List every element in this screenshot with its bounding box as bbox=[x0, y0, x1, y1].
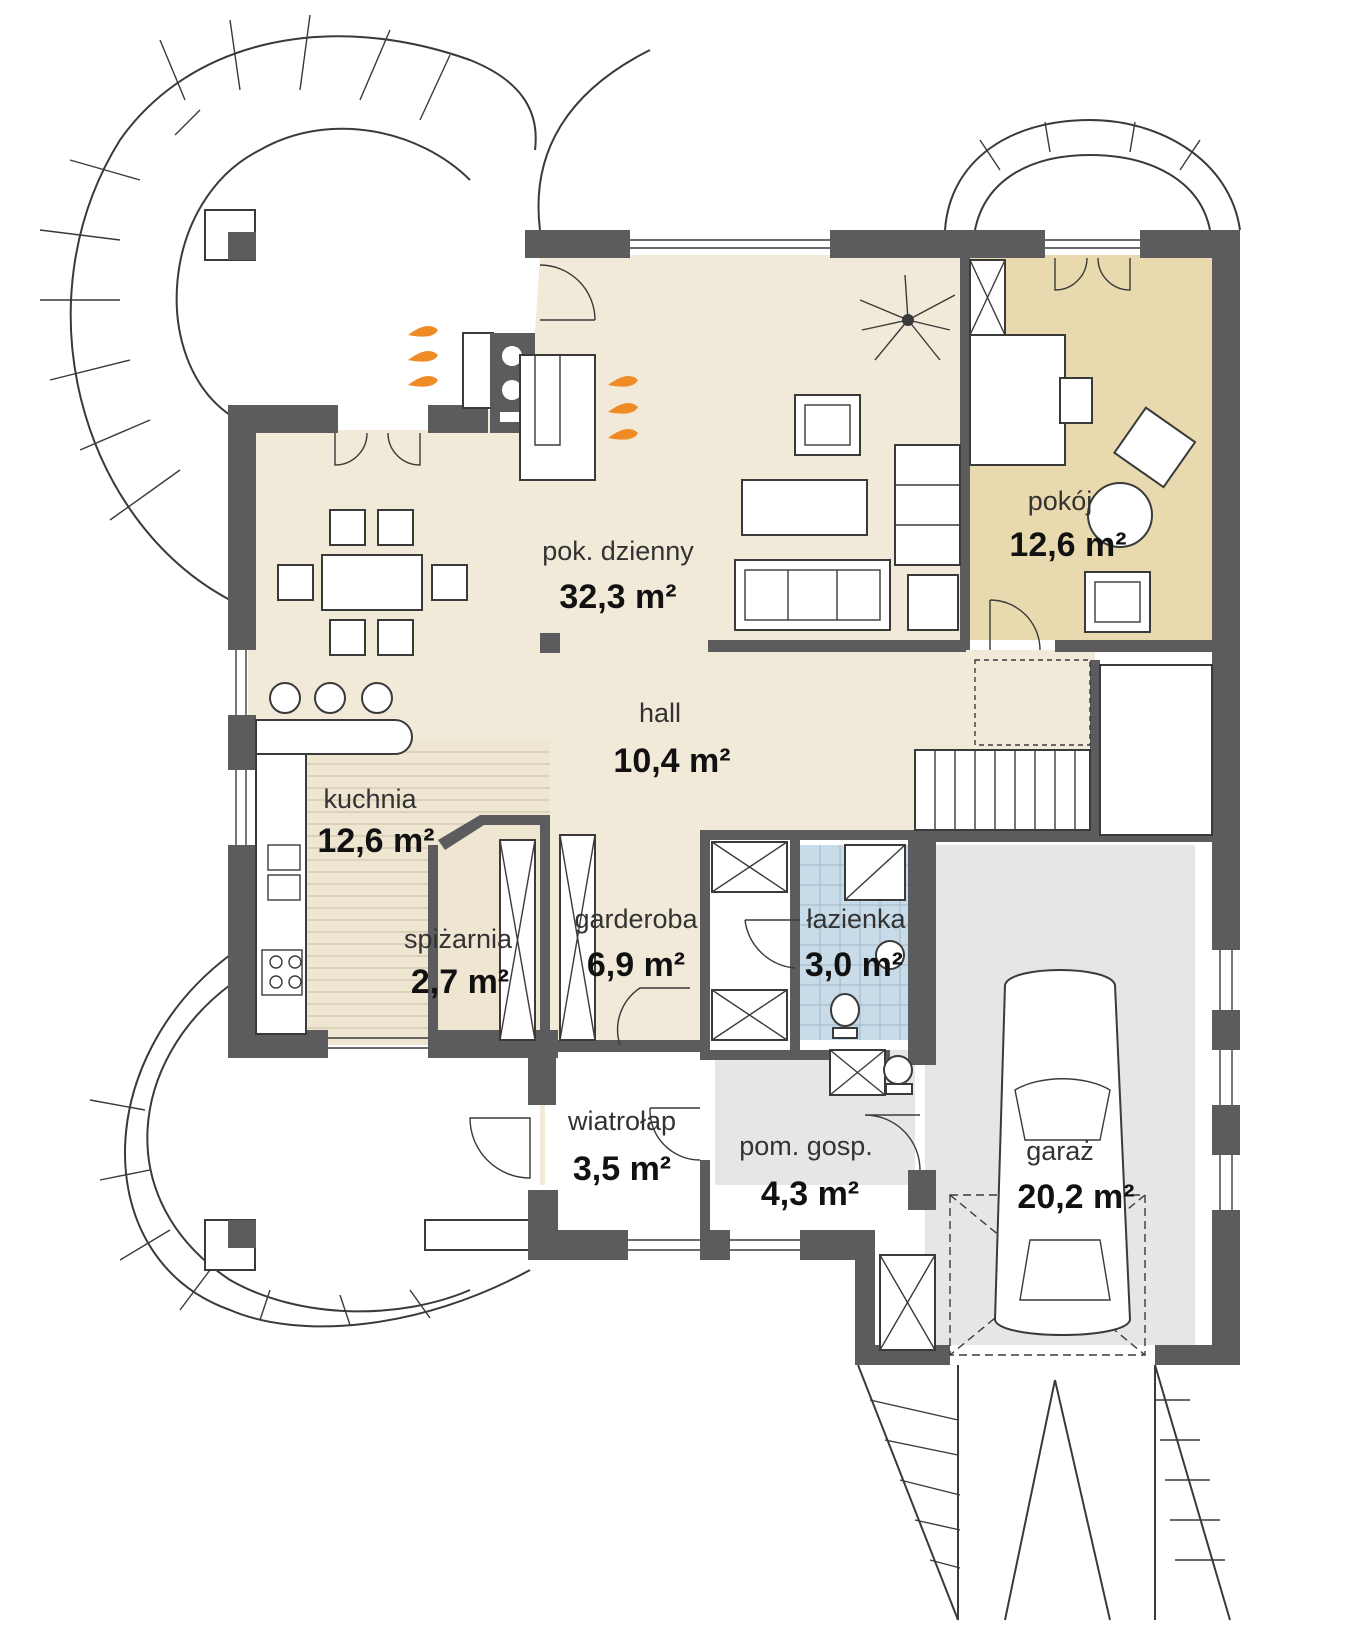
room-area: 12,6 m² bbox=[1009, 526, 1126, 564]
room-area: 32,3 m² bbox=[559, 578, 676, 616]
fire-icon bbox=[408, 351, 438, 362]
lower-terrace bbox=[89, 954, 531, 1328]
room-area: 6,9 m² bbox=[587, 946, 685, 984]
walls bbox=[228, 230, 1240, 1365]
room-name: garaż bbox=[1026, 1136, 1094, 1166]
bay-window bbox=[944, 118, 1241, 231]
room-name: pom. gosp. bbox=[739, 1131, 873, 1161]
room-area: 2,7 m² bbox=[411, 963, 509, 1001]
room-name: kuchnia bbox=[323, 784, 417, 814]
room-label-living: pok. dzienny 32,3 m² bbox=[542, 536, 694, 616]
room-area: 10,4 m² bbox=[613, 742, 730, 780]
room-area: 20,2 m² bbox=[1017, 1178, 1134, 1216]
room-name: pokój bbox=[1028, 486, 1093, 516]
bathroom-fixtures bbox=[830, 844, 913, 1095]
upper-terrace bbox=[39, 14, 651, 601]
fire-icon bbox=[608, 403, 638, 414]
room-name: wiatrołap bbox=[567, 1106, 676, 1136]
room-label-wiatrolap: wiatrołap 3,5 m² bbox=[567, 1106, 676, 1188]
room-label-kuchnia: kuchnia 12,6 m² bbox=[317, 784, 434, 860]
room-label-spizarnia: spiżarnia 2,7 m² bbox=[404, 924, 513, 1001]
room-label-garderoba: garderoba 6,9 m² bbox=[574, 904, 698, 984]
fire-icon bbox=[408, 326, 438, 337]
room-name: garderoba bbox=[574, 904, 698, 934]
room-label-garaz: garaż 20,2 m² bbox=[1017, 1136, 1134, 1216]
living-furniture bbox=[255, 274, 961, 755]
room-area: 12,6 m² bbox=[317, 822, 434, 860]
room-label-lazienka: łazienka 3,0 m² bbox=[805, 904, 907, 984]
fireplace bbox=[408, 326, 638, 481]
fire-icon bbox=[608, 429, 638, 440]
room-furniture bbox=[969, 334, 1197, 633]
doors bbox=[334, 257, 1131, 1179]
room-label-pom-gosp: pom. gosp. 4,3 m² bbox=[739, 1131, 873, 1213]
fire-icon bbox=[408, 376, 438, 387]
stairs bbox=[914, 659, 1213, 836]
room-name: łazienka bbox=[806, 904, 906, 934]
room-name: pok. dzienny bbox=[542, 536, 694, 566]
fire-icon bbox=[608, 376, 638, 387]
plant-icon bbox=[859, 274, 956, 361]
garage bbox=[857, 969, 1231, 1621]
room-name: spiżarnia bbox=[404, 924, 513, 954]
car-icon bbox=[993, 969, 1132, 1336]
windows bbox=[235, 239, 1233, 1251]
kitchen-furniture bbox=[255, 753, 307, 1035]
wardrobes bbox=[499, 259, 1006, 1351]
room-label-pokoj: pokój 12,6 m² bbox=[1009, 486, 1126, 564]
room-label-hall: hall 10,4 m² bbox=[613, 698, 730, 780]
room-area: 4,3 m² bbox=[761, 1175, 859, 1213]
room-area: 3,0 m² bbox=[805, 946, 903, 984]
room-name: hall bbox=[639, 698, 681, 728]
room-area: 3,5 m² bbox=[573, 1150, 671, 1188]
